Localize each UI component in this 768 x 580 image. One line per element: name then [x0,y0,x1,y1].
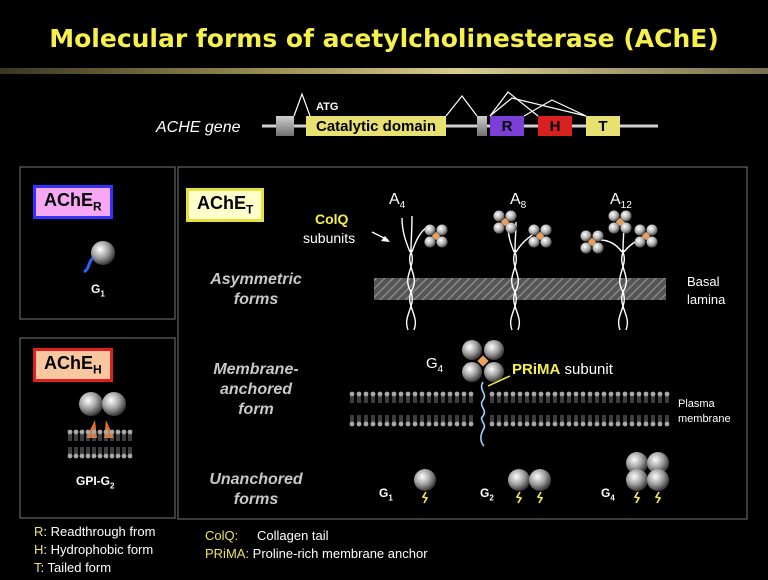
plasma-membrane-graphic [349,391,670,427]
exon-r-label: R [501,118,513,135]
page-title: Molecular forms of acetylcholinesterase … [49,24,719,53]
ache-t-label: AChET [186,188,265,222]
legend-exons: R: Readthrough from H: Hydrophobic form … [34,523,155,577]
g4-label: G4 [426,355,444,375]
title-rule [0,68,768,74]
a12-label: A12 [610,191,632,212]
membrane-anchored-g4-graphic [462,340,511,447]
legend-subunits: ColQ:Collagen tail PRiMA: Proline-rich m… [205,527,428,563]
ache-r-g1-graphic [83,241,115,274]
gpi-g2-label: GPI-G2 [76,474,115,491]
a12-form-graphic [599,221,647,331]
exon-h-label: H [549,118,561,135]
unanchored-g2-graphic [508,469,551,504]
unanchored-g4-label: G4 [601,486,615,503]
a8-label: A8 [510,191,527,212]
gene-label: ACHE gene [156,119,241,136]
ache-gene-diagram [262,91,658,136]
unanchored-g1-graphic [414,469,436,504]
legend-item: H: Hydrophobic form [34,542,154,557]
prima-subunit-label: PRiMA subunit [512,361,613,378]
ache-h-gpi-g2-graphic [67,392,133,459]
exon-t-label: T [598,118,608,135]
atg-label: ATG [316,101,339,113]
unanchored-g2-label: G2 [480,486,494,503]
ache-r-label: AChER [33,185,113,219]
catalytic-domain-label: Catalytic domain [315,118,437,135]
legend-item: T: Tailed form [34,560,112,575]
basal-lamina-band [374,278,666,300]
colq-subunits-label: subunits [303,230,356,246]
legend-item: ColQ:Collagen tail [205,528,329,543]
legend-item: R: Readthrough from [34,524,156,539]
ache-r-g1-label: G1 [91,282,105,299]
ache-h-label: AChEH [33,348,113,382]
a4-label: A4 [389,191,406,212]
a4-form-graphic [401,215,429,331]
unanchored-g1-label: G1 [379,486,393,503]
unanchored-g4-graphic [626,452,669,504]
colq-label: ColQ [315,211,349,227]
legend-item: PRiMA: Proline-rich membrane anchor [205,546,428,561]
